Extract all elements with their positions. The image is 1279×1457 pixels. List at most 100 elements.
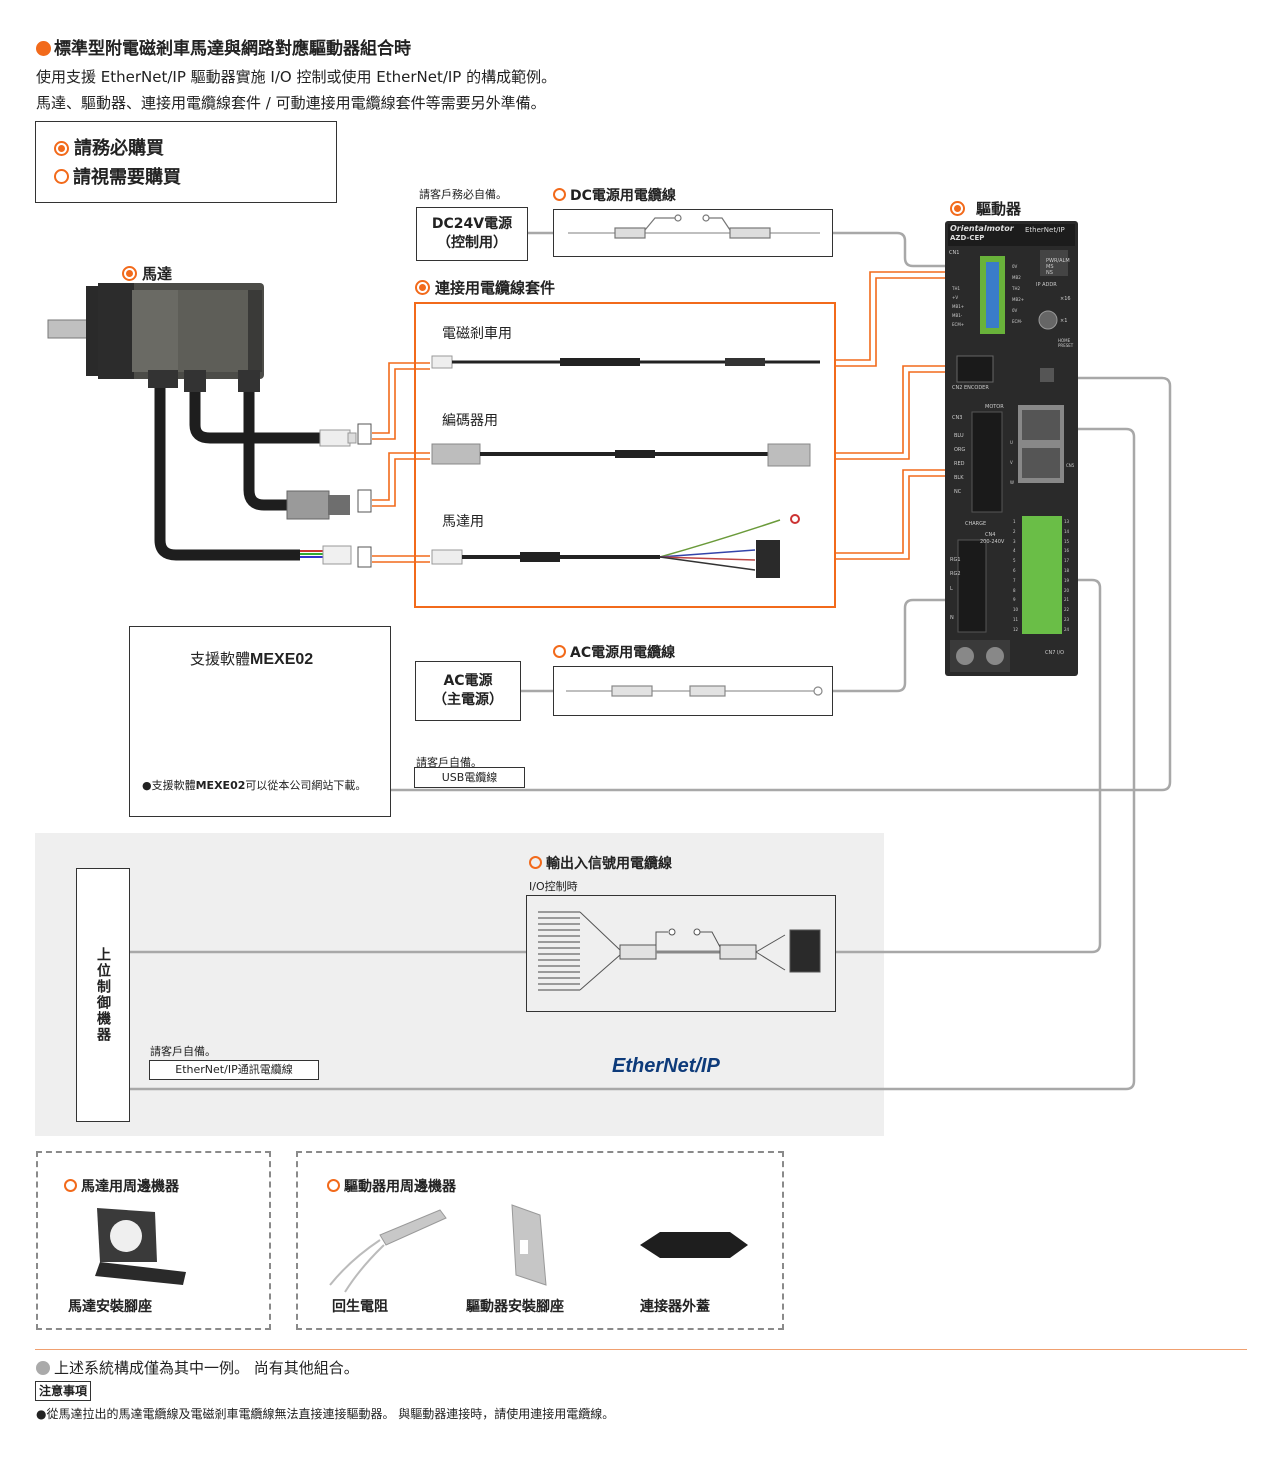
driver-cn1pin-r6: ECM- [1012, 319, 1023, 324]
driver-brand: Orientalmotor [950, 224, 1014, 233]
motor-periph-label-text: 馬達用周邊機器 [81, 1179, 179, 1195]
ac-cable-box [553, 666, 833, 716]
io-r-22: 22 [1064, 607, 1070, 613]
optional-mark-icon [64, 1179, 77, 1192]
io-r-14: 14 [1064, 528, 1070, 534]
io-l-4: 4 [1013, 548, 1016, 554]
driver-cn2: CN2 ENCODER [952, 385, 989, 391]
optional-mark-icon [54, 169, 69, 184]
ethernet-label: EtherNet/IP通訊電纜線 [149, 1060, 319, 1080]
driver-wire-4: BLK [954, 475, 964, 481]
driver-cn4: CN4 [985, 532, 996, 538]
host-region [35, 833, 884, 1136]
io-l-9: 9 [1013, 597, 1016, 603]
driver-wire-3: RED [954, 461, 965, 467]
driver-periph-label: 驅動器用周邊機器 [327, 1176, 456, 1196]
driver-ms: MS [1046, 264, 1054, 270]
kit-label: 連接用電纜線套件 [415, 277, 555, 298]
encoder-cable-illustration [431, 443, 811, 467]
dc-cable-box [553, 209, 833, 257]
usb-note: 請客戶自備。 [416, 756, 482, 769]
ethernet-logo: EtherNet/IP [612, 1055, 720, 1077]
software-note-suffix: 可以從本公司網站下載。 [245, 779, 367, 792]
driver-periph-item-2: 驅動器安裝腳座 [466, 1299, 564, 1315]
io-r-13: 13 [1064, 519, 1070, 524]
optional-mark-icon [529, 856, 542, 869]
driver-x1: ×1 [1060, 318, 1068, 324]
driver-cn5: CN5 [1066, 463, 1075, 468]
ac-cable-label: AC電源用電纜線 [553, 642, 675, 662]
optional-mark-icon [327, 1179, 340, 1192]
io-l-3: 3 [1013, 538, 1016, 544]
driver-rg-2: RG2 [950, 571, 961, 577]
io-line [836, 578, 1102, 954]
motor-label: 馬達 [122, 263, 172, 284]
brake-cable-illustration [431, 355, 820, 369]
software-title-name: MEXE02 [250, 651, 314, 668]
driver-charge: CHARGE [965, 521, 987, 527]
footer-note-text: 上述系統構成僅為其中一例。 尚有其他組合。 [54, 1359, 359, 1377]
required-mark-icon [950, 201, 965, 216]
intro-line-2: 馬達、驅動器、連接用電纜線套件 / 可動連接用電纜線套件等需要另外準備。 [36, 94, 546, 112]
io-r-18: 18 [1064, 567, 1070, 573]
driver-home: HOME PRESET [1058, 338, 1074, 348]
motor-periph-box [36, 1151, 271, 1330]
optional-mark-icon [553, 188, 566, 201]
dc-note: 請客戶務必自備。 [419, 188, 507, 201]
io-cable-box [526, 895, 836, 1012]
driver-periph-label-text: 驅動器用周邊機器 [344, 1179, 456, 1195]
driver-cn1pin-r4: MB2+ [1012, 297, 1025, 302]
driver-motor: MOTOR [985, 404, 1004, 410]
legend-optional-text: 請視需要購買 [73, 167, 181, 188]
driver-periph-item-3: 連接器外蓋 [640, 1299, 710, 1315]
driver-cn1pin-r3: TH2 [1012, 286, 1020, 291]
driver-periph-item-1: 回生電阻 [332, 1299, 388, 1315]
driver-rg-4: N [950, 615, 954, 621]
legend-optional: 請視需要購買 [54, 163, 336, 192]
intro-line-1: 使用支援 EtherNet/IP 驅動器實施 I/O 控制或使用 EtherNe… [36, 68, 557, 86]
driver-ns: NS [1046, 270, 1053, 276]
driver-cn3: CN3 [952, 415, 963, 421]
motor-cable-illustration [431, 514, 800, 578]
software-note: ●支援軟體MEXE02可以從本公司網站下載。 [142, 777, 366, 793]
software-note-prefix: ●支援軟體 [142, 779, 196, 792]
footer-note: 上述系統構成僅為其中一例。 尚有其他組合。 [36, 1357, 359, 1378]
ac-cable-illustration [566, 685, 823, 697]
software-title: 支援軟體MEXE02 [190, 648, 313, 669]
software-note-name: MEXE02 [195, 779, 246, 792]
io-r-23: 23 [1064, 616, 1070, 622]
motor-bracket-illustration [95, 1208, 186, 1285]
caution-text: ●從馬達拉出的馬達電纜線及電磁剎車電纜線無法直接連接驅動器。 與驅動器連接時，請… [36, 1407, 615, 1421]
driver-cn1: CN1 [949, 250, 960, 256]
io-l-1: 1 [1013, 519, 1016, 524]
io-cable-illustration [538, 911, 821, 991]
io-l-5: 5 [1013, 558, 1016, 564]
io-l-6: 6 [1013, 567, 1016, 573]
gray-dot-icon [36, 1361, 50, 1375]
io-r-24: 24 [1064, 626, 1070, 632]
dc-cable-illustration [568, 214, 820, 239]
title-text: 標準型附電磁剎車馬達與網路對應驅動器組合時 [54, 39, 411, 59]
ethernet-line [130, 427, 1136, 1091]
driver-illustration [945, 221, 1078, 676]
page-title: 標準型附電磁剎車馬達與網路對應驅動器組合時 [36, 34, 411, 59]
driver-rg-3: L [950, 586, 953, 592]
driver-pwr: PWR/ALM [1046, 258, 1070, 264]
driver-label: 驅動器 [950, 198, 1021, 219]
dc-power-box: DC24V電源（控制用） [416, 207, 528, 261]
motor-illustration [47, 283, 357, 565]
io-cable-label-text: 輸出入信號用電纜線 [546, 856, 672, 872]
ac-line [833, 598, 990, 693]
io-l-12: 12 [1013, 626, 1019, 632]
legend-required: 請務必購買 [54, 134, 336, 163]
required-mark-icon [415, 280, 430, 295]
ethernet-note: 請客戶自備。 [150, 1045, 216, 1058]
driver-rg-1: RG1 [950, 557, 961, 563]
ac-power-line2: （主電源） [433, 692, 503, 708]
io-cable-sub: I/O控制時 [529, 880, 578, 893]
optional-mark-icon [553, 645, 566, 658]
driver-cn1pin-r5: 0V [1012, 308, 1018, 313]
driver-x16: ×16 [1060, 296, 1071, 302]
io-r-21: 21 [1064, 597, 1070, 603]
host-label: 上位制御機器 [95, 947, 111, 1043]
